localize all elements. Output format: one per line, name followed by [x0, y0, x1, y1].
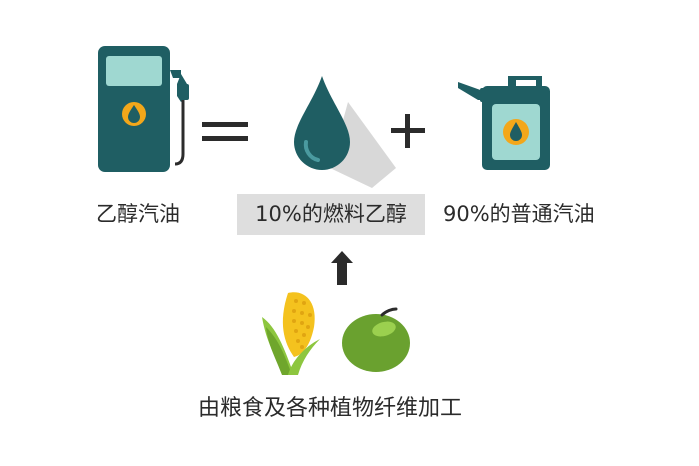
ethanol-fuel-label-box: 10%的燃料乙醇: [237, 194, 425, 235]
ethanol-gasoline-label: 乙醇汽油: [96, 202, 180, 226]
drop-icon: [288, 72, 398, 192]
olive-icon: [338, 305, 414, 375]
ethanol-fuel-label: 10%的燃料乙醇: [255, 202, 407, 226]
arrow-up-icon: [329, 249, 355, 287]
regular-gasoline-label: 90%的普通汽油: [443, 202, 595, 226]
plus-icon: [389, 112, 427, 154]
fuel-pump-icon: [95, 44, 195, 176]
corn-icon: [258, 287, 332, 379]
jerry-can-icon: [456, 74, 556, 174]
source-label: 由粮食及各种植物纤维加工: [198, 396, 463, 421]
equals-icon: [200, 117, 250, 151]
